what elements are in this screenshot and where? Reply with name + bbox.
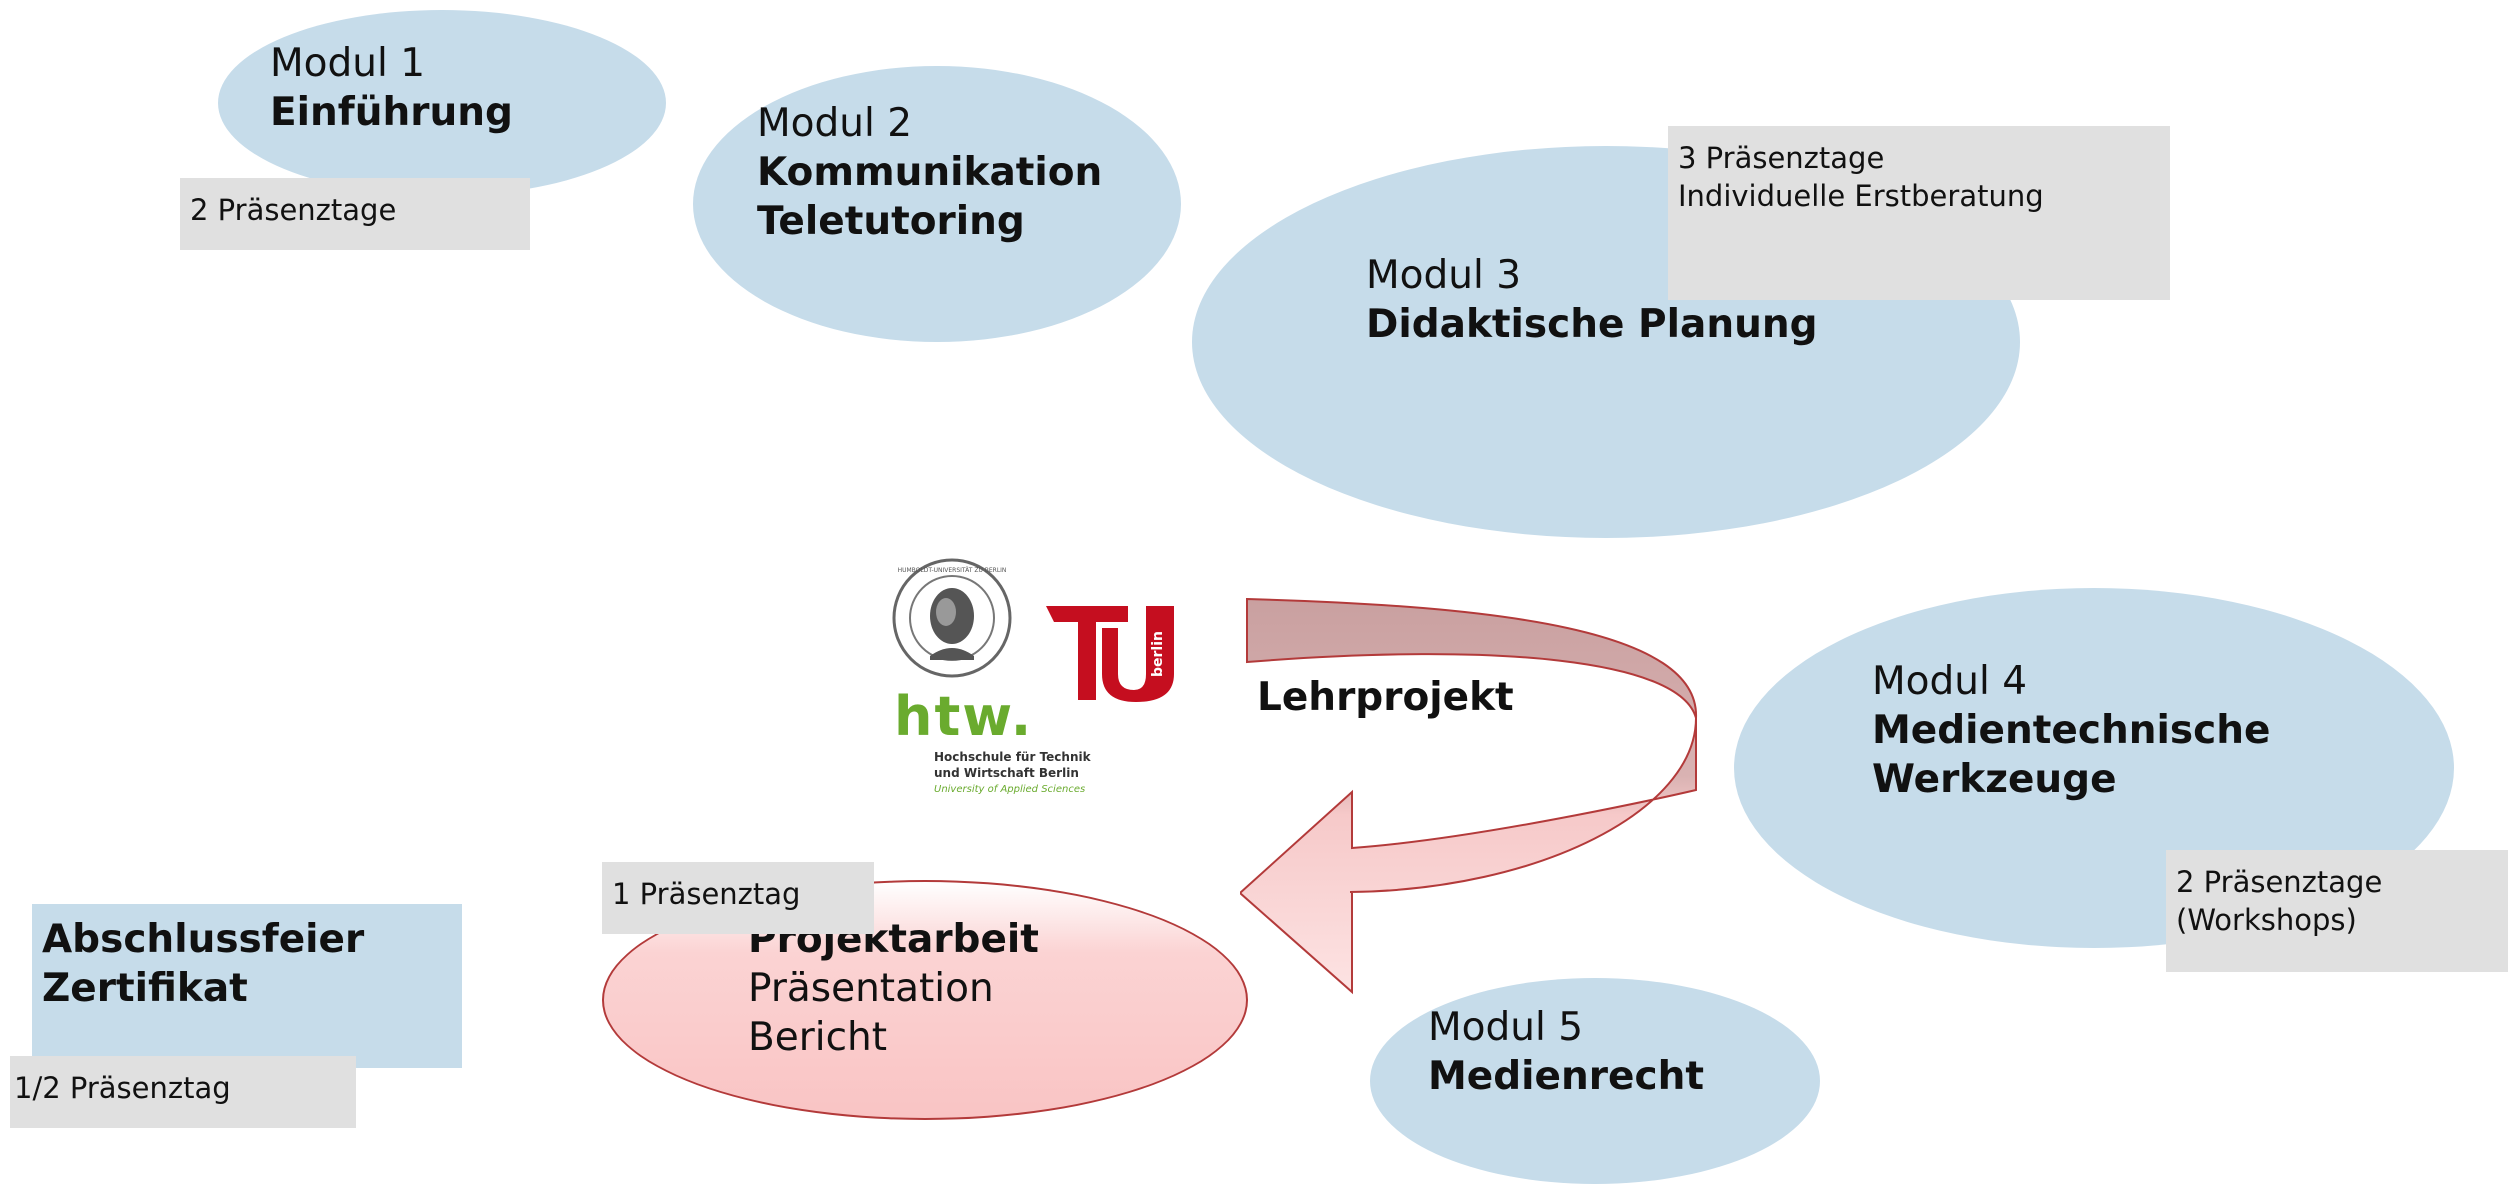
module-1-title: Einführung xyxy=(270,89,513,135)
project-presentation: Präsentation xyxy=(748,965,994,1011)
module-2-title-1: Kommunikation xyxy=(757,149,1103,195)
final-title-2: Zertifikat xyxy=(42,965,248,1011)
project-note: 1 Präsenztag xyxy=(602,862,874,934)
module-1-ellipse xyxy=(218,10,666,196)
module-2-ellipse xyxy=(693,66,1181,342)
humboldt-seal-text: HUMBOLDT-UNIVERSITÄT ZU BERLIN xyxy=(898,567,1007,574)
tu-berlin-logo: berlin xyxy=(1046,606,1174,702)
arrow-shape xyxy=(1240,597,1698,995)
htw-line-3: University of Applied Sciences xyxy=(934,784,1086,796)
project-report: Bericht xyxy=(748,1014,888,1060)
htw-line-2: und Wirtschaft Berlin xyxy=(934,765,1079,780)
lehrprojekt-arrow xyxy=(1240,597,1698,995)
module-4-label: Modul 4 Medientechnische Werkzeuge xyxy=(1872,658,2270,804)
module-1-label: Modul 1 Einführung xyxy=(270,40,513,138)
htw-line-1: Hochschule für Technik xyxy=(934,750,1091,764)
module-5-ellipse xyxy=(1370,978,1820,1184)
humboldt-seal-logo: HUMBOLDT-UNIVERSITÄT ZU BERLIN xyxy=(892,558,1012,678)
module-5-label: Modul 5 Medienrecht xyxy=(1428,1004,1704,1102)
module-3-note: 3 Präsenztage Individuelle Erstberatung xyxy=(1668,126,2170,300)
module-3-title: Didaktische Planung xyxy=(1366,301,1818,347)
final-note: 1/2 Präsenztag xyxy=(10,1056,356,1128)
lehrprojekt-label: Lehrprojekt xyxy=(1257,675,1514,720)
project-label: Projektarbeit Präsentation Bericht xyxy=(748,916,1039,1062)
module-4-title-2: Werkzeuge xyxy=(1872,756,2117,802)
module-2-number: Modul 2 xyxy=(757,101,913,146)
tu-berlin-sub: berlin xyxy=(1150,631,1166,677)
module-4-number: Modul 4 xyxy=(1872,659,2028,704)
module-5-number: Modul 5 xyxy=(1428,1005,1584,1050)
module-2-title-2: Teletutoring xyxy=(757,198,1025,244)
htw-wordmark: htw. xyxy=(894,685,1034,748)
final-label: Abschlussfeier Zertifikat xyxy=(42,916,364,1014)
module-2-label: Modul 2 Kommunikation Teletutoring xyxy=(757,100,1102,246)
module-3-label: Modul 3 Didaktische Planung xyxy=(1366,252,1818,350)
module-1-note: 2 Präsenztage xyxy=(180,178,530,250)
module-4-title-1: Medientechnische xyxy=(1872,707,2271,753)
module-3-number: Modul 3 xyxy=(1366,253,1522,298)
module-4-note: 2 Präsenztage (Workshops) xyxy=(2166,850,2508,972)
module-5-title: Medienrecht xyxy=(1428,1053,1704,1099)
final-box xyxy=(32,904,462,1068)
htw-logo: htw. Hochschule für Technik und Wirtscha… xyxy=(894,690,1134,799)
module-1-number: Modul 1 xyxy=(270,41,426,86)
final-title-1: Abschlussfeier xyxy=(42,917,365,962)
